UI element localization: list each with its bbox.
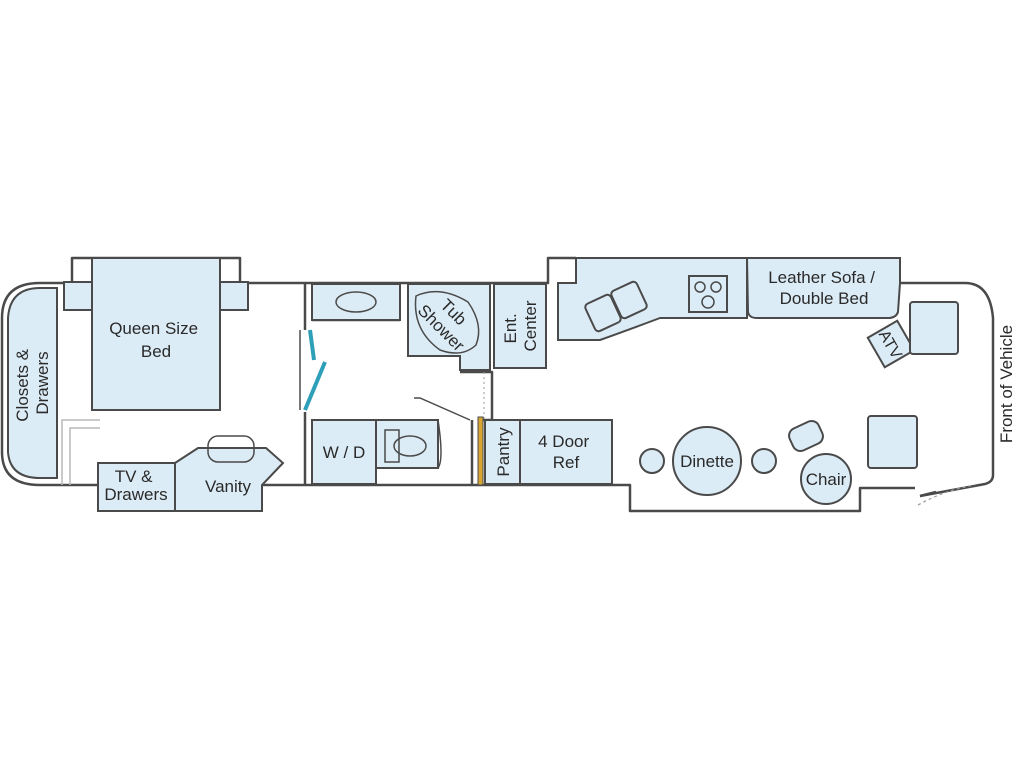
- front-of-vehicle-label: Front of Vehicle: [997, 325, 1016, 443]
- washer-dryer-label: W / D: [323, 443, 366, 462]
- pantry-label: Pantry: [494, 427, 513, 477]
- leather-sofa-double-bed: Leather Sofa / Double Bed: [745, 257, 901, 319]
- washer-dryer: W / D: [311, 419, 377, 485]
- closets-drawers: Closets & Drawers: [7, 287, 58, 479]
- front-seat-passenger: [909, 301, 959, 355]
- entertainment-center: Ent. Center: [493, 283, 547, 369]
- cooktop: [688, 275, 728, 313]
- ent-center-label: Ent. Center: [501, 300, 540, 351]
- closets-drawers-label: Closets & Drawers: [13, 344, 52, 421]
- dinette: Dinette: [639, 426, 777, 496]
- chair: Chair: [788, 419, 852, 505]
- bedroom-step: [61, 419, 100, 485]
- dinette-label: Dinette: [680, 452, 734, 471]
- vanity-label: Vanity: [205, 477, 251, 496]
- tub-shower: Tub Shower: [407, 283, 491, 371]
- chair-label: Chair: [806, 470, 847, 489]
- tv-drawers: TV & Drawers: [97, 462, 176, 512]
- bedroom-door: [299, 329, 327, 411]
- entry-door: [917, 484, 976, 506]
- refrigerator: 4 Door Ref: [519, 419, 613, 485]
- tv-drawers-label: TV & Drawers: [104, 467, 167, 504]
- sink-counter: [311, 283, 401, 321]
- toilet: [375, 397, 471, 469]
- refrigerator-label: 4 Door Ref: [538, 432, 594, 472]
- leather-sofa-label: Leather Sofa / Double Bed: [768, 268, 880, 308]
- front-seat-driver: [867, 415, 918, 469]
- pantry: Pantry: [477, 416, 521, 486]
- vanity: Vanity: [174, 435, 285, 512]
- queen-size-bed: Queen Size Bed: [63, 257, 249, 411]
- queen-bed-label: Queen Size Bed: [109, 319, 203, 361]
- atv: ATV: [866, 319, 916, 369]
